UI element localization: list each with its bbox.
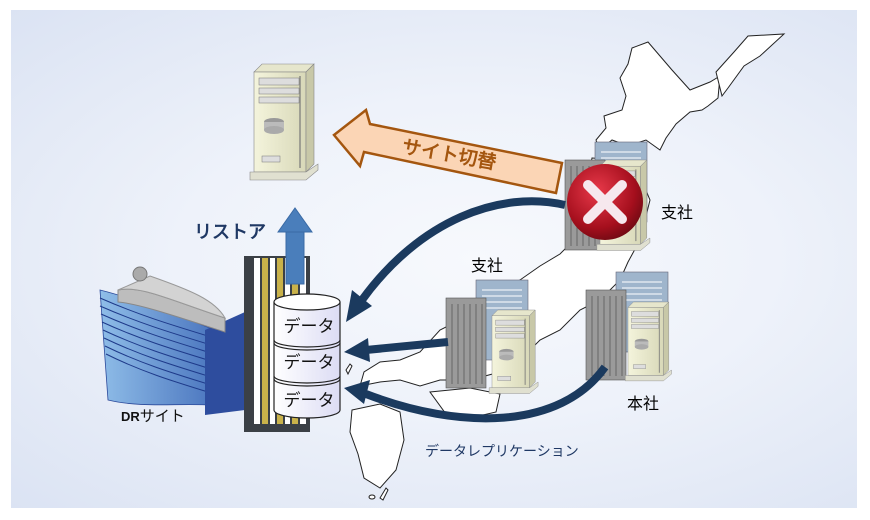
branch-central-label: 支社: [471, 256, 504, 275]
japan-map: [345, 33, 786, 501]
arrowhead-central: [344, 338, 370, 362]
replication-arrow-north: [358, 197, 566, 303]
dr-site-suffix: サイト: [139, 407, 185, 425]
hokkaido: [595, 41, 721, 151]
data-storage-stack: [273, 293, 341, 419]
site-switch-arrow: [332, 107, 564, 195]
replication-arrow-hq: [364, 364, 609, 423]
replication-arrows: [358, 197, 609, 423]
arrowhead-hq: [344, 380, 370, 404]
data-volume-2: データ: [283, 353, 335, 373]
kuril-islands: [715, 33, 786, 98]
restore-arrow: [277, 207, 313, 285]
kyushu: [349, 403, 405, 489]
dr-site-label: DRサイト: [121, 405, 185, 426]
branch-site-central: [445, 279, 539, 394]
branch-north-label: 支社: [661, 203, 694, 222]
failure-x-icon: [567, 164, 643, 240]
data-volume-3: データ: [283, 391, 335, 411]
restore-server: [249, 63, 319, 181]
dr-site-prefix: DR: [121, 409, 140, 424]
headquarters-label: 本社: [627, 394, 660, 413]
replication-label: データレプリケーション: [425, 444, 579, 460]
satellite-dish-icon: [132, 266, 148, 282]
replication-arrow-central: [365, 338, 449, 354]
restore-label: リストア: [194, 222, 266, 243]
arrowhead-north: [346, 290, 372, 322]
dr-site-building: [99, 266, 245, 415]
data-volume-1: データ: [283, 317, 335, 337]
